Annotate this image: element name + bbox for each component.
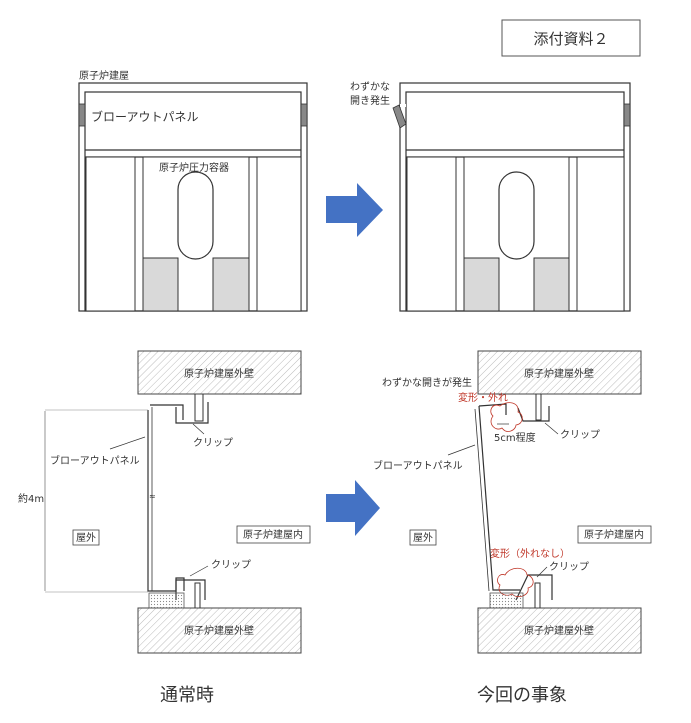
gap-label-2: 開き発生 <box>350 94 390 107</box>
attachment-label: 添付資料２ <box>533 30 608 48</box>
clip-top-label: クリップ <box>193 437 233 449</box>
building-label: 原子炉建屋 <box>79 69 129 82</box>
wall-top <box>477 350 642 395</box>
caption-normal: 通常時 <box>160 685 214 706</box>
deform-top-mark <box>490 402 523 432</box>
clip-bottom-label: クリップ <box>211 559 251 571</box>
clip-top-label: クリップ <box>560 429 600 441</box>
clip-right <box>300 103 308 127</box>
reactor-vessel-label: 原子炉圧力容器 <box>159 161 229 174</box>
building-normal: 原子炉建屋 ブローアウトパネル 原子炉圧力容器 <box>78 69 308 312</box>
panel-label: ブローアウトパネル <box>373 459 463 472</box>
svg-text:≈: ≈ <box>149 492 156 501</box>
clip-right <box>623 103 631 127</box>
panel-label: ブローアウトパネル <box>50 454 140 467</box>
outside-label: 屋外 <box>76 532 96 544</box>
section-event: 原子炉建屋外壁 原子炉建屋外壁 わずかな開きが発生 変形・外れ 5cm程度 ブロ… <box>373 350 652 654</box>
deform-bottom-label: 変形（外れなし） <box>490 547 570 560</box>
gap-label: わずかな開きが発生 <box>382 376 472 389</box>
wall-bottom-label: 原子炉建屋外壁 <box>184 624 254 637</box>
reactor-vessel <box>177 171 214 260</box>
wall-top <box>137 350 302 395</box>
section-normal: 原子炉建屋外壁 原子炉建屋外壁 ≈ 約4m ブローアウトパネル クリップ クリッ… <box>18 350 311 654</box>
distance-label: 5cm程度 <box>494 431 536 444</box>
wall-bottom <box>137 607 302 654</box>
inside-label: 原子炉建屋内 <box>584 528 644 541</box>
wall-top-label: 原子炉建屋外壁 <box>184 367 254 380</box>
height-label: 約4m <box>18 492 44 505</box>
gap-label-1: わずかな <box>350 81 390 93</box>
wall-bottom <box>477 607 642 654</box>
deform-bottom-mark <box>497 567 534 597</box>
attachment-label-box: 添付資料２ <box>501 19 641 57</box>
blowout-panel-section <box>478 405 520 591</box>
inside-label: 原子炉建屋内 <box>243 528 303 541</box>
arrow-right-icon <box>326 183 383 237</box>
clip-left <box>78 103 86 127</box>
arrow-right-icon <box>326 480 380 536</box>
clip-bottom-label: クリップ <box>549 561 589 573</box>
wall-bottom-label: 原子炉建屋外壁 <box>524 624 594 637</box>
outside-label: 屋外 <box>413 532 433 544</box>
building-event: わずかな 開き発生 <box>350 81 631 312</box>
caption-event: 今回の事象 <box>477 685 567 706</box>
wall-top-label: 原子炉建屋外壁 <box>524 367 594 380</box>
blowout-panel-label: ブローアウトパネル <box>91 109 199 124</box>
clip-left-opened <box>392 104 407 129</box>
deform-top-label: 変形・外れ <box>458 391 508 404</box>
reactor-vessel <box>498 171 535 260</box>
